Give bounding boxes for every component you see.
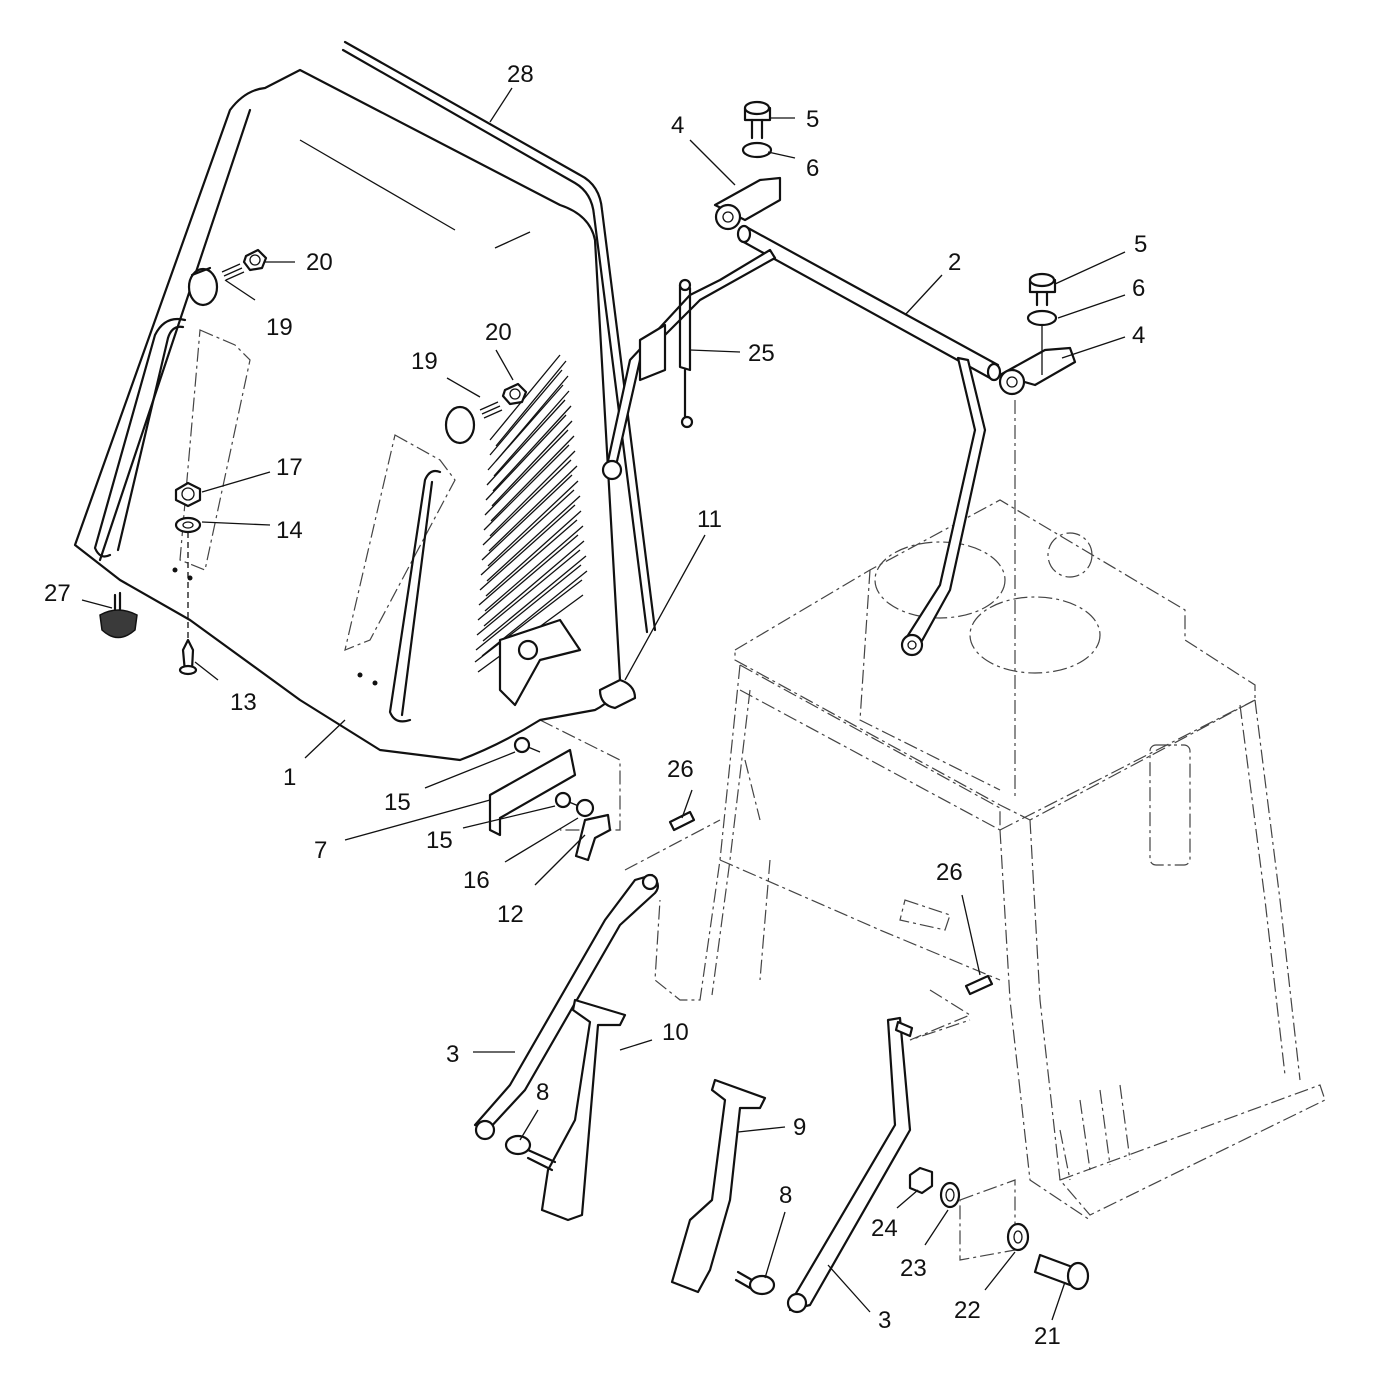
bolt-21 [1033, 1253, 1090, 1291]
callout-19-upper: 19 [266, 314, 293, 341]
roll-pin-26-lower [964, 974, 994, 996]
callout-1: 1 [283, 764, 296, 791]
rubber-bumper-upper [187, 266, 219, 307]
callout-22: 22 [954, 1297, 981, 1324]
nut-17 [174, 481, 202, 508]
washer-14 [174, 516, 202, 534]
latch-hole [517, 639, 539, 661]
hinge-bracket-right [998, 346, 1077, 396]
callout-8-upper: 8 [536, 1079, 549, 1106]
chassis-frame-phantom [539, 400, 1326, 1261]
callout-labels: 28 4 5 6 5 2 6 4 20 19 20 19 25 17 14 11… [44, 61, 1147, 1350]
callout-7: 7 [314, 837, 327, 864]
callout-17: 17 [276, 454, 303, 481]
stud-19-lower [479, 401, 503, 419]
hood-handle-right [388, 469, 442, 723]
callout-6-right: 6 [1132, 275, 1145, 302]
callout-3-lower: 3 [878, 1307, 891, 1334]
callout-5-right: 5 [1134, 231, 1147, 258]
washer-16 [575, 798, 595, 818]
callout-23: 23 [900, 1255, 927, 1282]
washer-6-right [1026, 309, 1058, 327]
callout-27: 27 [44, 580, 71, 607]
leader-lines [81, 87, 1126, 1321]
callout-5-left: 5 [806, 106, 819, 133]
callout-12: 12 [497, 901, 524, 928]
callout-19-lower: 19 [411, 348, 438, 375]
callout-15-upper: 15 [384, 789, 411, 816]
callout-28: 28 [507, 61, 534, 88]
seal-strip [343, 40, 657, 632]
callout-20-upper: 20 [306, 249, 333, 276]
callout-26-upper: 26 [667, 756, 694, 783]
hinge-arm-right [903, 356, 987, 650]
hood-grille [474, 354, 588, 673]
roll-pin-26-upper [668, 810, 696, 832]
callout-14: 14 [276, 517, 303, 544]
rubber-foot-27 [99, 591, 138, 639]
callout-24: 24 [871, 1215, 898, 1242]
hood-handle-left-inner [116, 325, 185, 552]
hood-handle-left [93, 317, 187, 558]
pivot-pin-11 [598, 678, 637, 710]
nut-20-upper [242, 248, 268, 272]
arm-bushing [601, 459, 623, 481]
washer-6-left [741, 141, 773, 159]
nut-24 [908, 1166, 934, 1195]
callout-2: 2 [948, 249, 961, 276]
callout-25: 25 [748, 340, 775, 367]
callout-3-upper: 3 [446, 1041, 459, 1068]
callout-4-left: 4 [671, 112, 684, 139]
washer-23 [939, 1181, 961, 1209]
screw-15-upper [513, 736, 541, 754]
callout-6-left: 6 [806, 155, 819, 182]
callout-8-lower: 8 [779, 1182, 792, 1209]
screw-15-lower [554, 791, 582, 809]
callout-26-lower: 26 [936, 859, 963, 886]
rubber-bumper-lower [444, 405, 476, 445]
callout-20-lower: 20 [485, 319, 512, 346]
bolt-5-left [743, 100, 772, 140]
link-plate-10 [540, 998, 627, 1222]
washer-22 [1006, 1222, 1030, 1252]
hinge-bracket-left [713, 176, 782, 231]
callout-13: 13 [230, 689, 257, 716]
callout-21: 21 [1034, 1323, 1061, 1350]
bushing-8-lower [734, 1270, 776, 1296]
gas-strut-25 [678, 278, 694, 429]
callout-16: 16 [463, 867, 490, 894]
callout-15-lower: 15 [426, 827, 453, 854]
bolt-5-right [1028, 272, 1057, 307]
latch-plate-7 [488, 748, 577, 837]
callout-11: 11 [697, 506, 722, 533]
nut-20-lower [501, 382, 528, 406]
callout-10: 10 [662, 1019, 689, 1046]
callout-4-right: 4 [1132, 322, 1145, 349]
bushing-8-upper [504, 1134, 557, 1172]
link-plate-9 [670, 1078, 767, 1294]
callout-9: 9 [793, 1114, 806, 1141]
hood-latch-bracket [498, 618, 582, 707]
hood-handle-right-inner [400, 480, 434, 717]
stud-19-upper [221, 263, 245, 281]
support-arm-3-right [788, 1016, 912, 1312]
latch-clip-12 [574, 813, 612, 862]
